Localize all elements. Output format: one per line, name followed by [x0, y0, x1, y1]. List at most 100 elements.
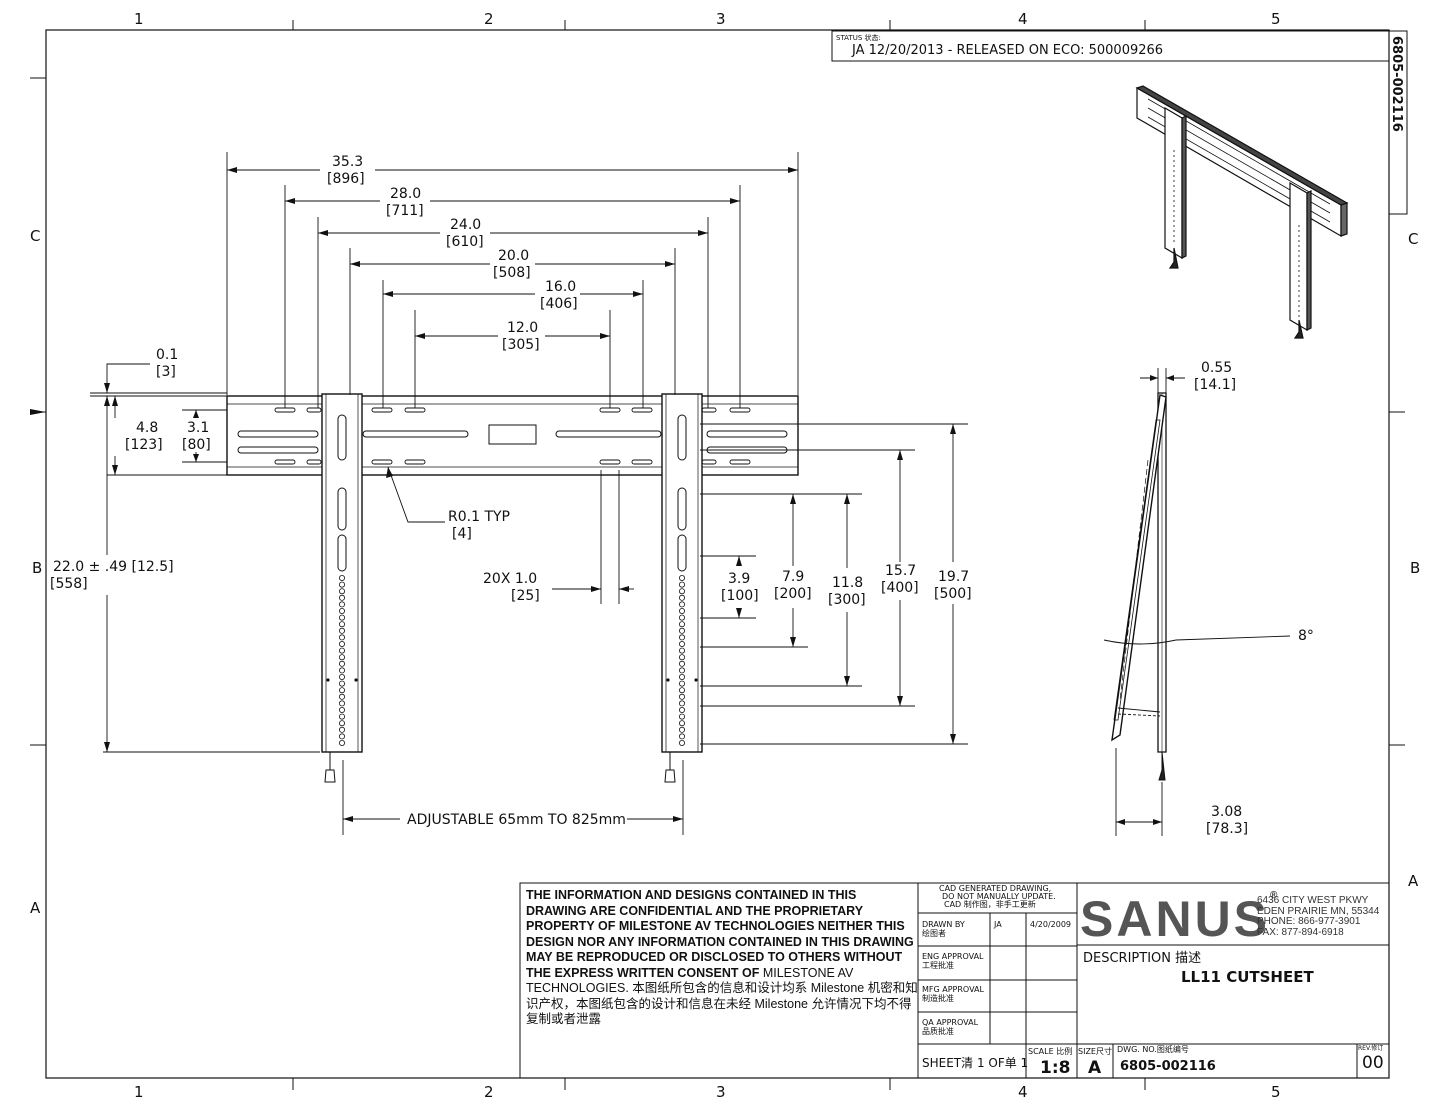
description-value: LL11 CUTSHEET [1181, 968, 1314, 986]
upright-hole [338, 627, 345, 634]
zone-col-4-top: 4 [1018, 10, 1028, 28]
upright-hole [679, 647, 686, 654]
upright-hole [679, 680, 686, 687]
upright-hole [338, 700, 345, 707]
upright-hole [679, 575, 686, 582]
confidentiality-notice: THE INFORMATION AND DESIGNS CONTAINED IN… [526, 888, 918, 1028]
scale-value: 1:8 [1040, 1058, 1070, 1078]
upright-hole [338, 575, 345, 582]
dim-11-8: 11.8 [832, 575, 863, 591]
upright-hole [679, 621, 686, 628]
dim-19-7: 19.7 [938, 569, 969, 585]
upright-hole [679, 667, 686, 674]
upright-dot [326, 678, 330, 682]
upright-hole [338, 634, 345, 641]
dim-radius: R0.1 TYP [448, 509, 510, 525]
dim-angle: 8° [1298, 628, 1314, 644]
dim-overall-height-mm: [558] [50, 576, 88, 592]
rev-label: REV.修订 [1358, 1044, 1383, 1052]
company-address: 6436 CITY WEST PKWY EDEN PRAIRIE MN, 553… [1257, 895, 1380, 938]
upright-dot [694, 678, 698, 682]
sheet-number: SHEET清 1 OF单 1 [922, 1056, 1028, 1070]
zone-row-b-left: B [32, 559, 42, 577]
upright-hole [338, 713, 345, 720]
dwg-no-label: DWG. NO.图纸编号 [1117, 1044, 1189, 1054]
upright-hole [679, 654, 686, 661]
upright-hole [338, 667, 345, 674]
company-name: SANUS [1080, 891, 1271, 947]
description-label: DESCRIPTION 描述 [1083, 951, 1201, 966]
dim-11-8-mm: [300] [828, 592, 866, 608]
dim-4-8: 4.8 [136, 420, 158, 436]
upright-hole [338, 608, 345, 615]
dim-slots: 20X 1.0 [483, 571, 537, 587]
center-mark-icon [30, 409, 46, 415]
size-label: SIZE尺寸 [1078, 1046, 1112, 1056]
side-view [1103, 368, 1291, 836]
upright-hole [679, 740, 686, 747]
upright-hole [338, 726, 345, 733]
upright-hole [679, 660, 686, 667]
zone-col-1-top: 1 [134, 10, 144, 28]
dim-adjustable: ADJUSTABLE 65mm TO 825mm [407, 812, 626, 828]
upright-hole [338, 660, 345, 667]
upright-hole [338, 588, 345, 595]
dim-16-0-mm: [406] [540, 296, 578, 312]
upright-hole [338, 621, 345, 628]
dim-0-55-mm: [14.1] [1194, 377, 1236, 393]
dim-3-1-mm: [80] [182, 437, 211, 453]
notice-bold-text: THE INFORMATION AND DESIGNS CONTAINED IN… [526, 888, 914, 980]
upright-hole [679, 594, 686, 601]
qa-approval-label-cn: 品质批准 [922, 1026, 954, 1036]
dim-0-55: 0.55 [1201, 360, 1232, 376]
upright-holes [326, 575, 698, 747]
title-block-grid [519, 882, 1390, 1079]
dim-3-9-mm: [100] [721, 588, 759, 604]
size-value: A [1088, 1058, 1102, 1078]
side-arrows [1116, 375, 1174, 825]
dim-0-1-mm: [3] [156, 364, 176, 380]
upright-dot [666, 678, 670, 682]
dim-7-9-mm: [200] [774, 586, 812, 602]
dwg-no-value: 6805-002116 [1120, 1059, 1216, 1074]
upright-hole [338, 647, 345, 654]
front-view [226, 393, 799, 783]
address-line-2: EDEN PRAIRIE MN, 55344 [1257, 905, 1380, 917]
address-phone: PHONE: 866-977-3901 [1257, 916, 1361, 927]
upright-hole [338, 707, 345, 714]
dim-16-0: 16.0 [545, 279, 576, 295]
dim-4-8-mm: [123] [125, 437, 163, 453]
cad-note-3: CAD 制作图，非手工更新 [944, 899, 1036, 909]
zone-row-c-left: C [30, 227, 40, 245]
drawn-by-value: JA [993, 920, 1002, 929]
drawn-date: 4/20/2009 [1030, 920, 1071, 929]
dim-20-0: 20.0 [498, 248, 529, 264]
dim-20-0-mm: [508] [493, 265, 531, 281]
upright-hole [679, 608, 686, 615]
upright-hole [338, 674, 345, 681]
isometric-view [1135, 85, 1349, 339]
mfg-approval-label: MFG APPROVAL [922, 985, 985, 994]
dim-3-08-mm: [78.3] [1206, 821, 1248, 837]
eng-approval-label: ENG APPROVAL [922, 952, 984, 961]
upright-hole [679, 713, 686, 720]
cad-note-2: DO NOT MANUALLY UPDATE. [942, 892, 1056, 901]
dim-12-0: 12.0 [507, 320, 538, 336]
upright-hole [338, 740, 345, 747]
upright-hole [338, 693, 345, 700]
upright-hole [679, 726, 686, 733]
dim-3-1: 3.1 [187, 420, 209, 436]
upright-hole [338, 654, 345, 661]
zone-col-5-bottom: 5 [1271, 1083, 1281, 1101]
dim-19-7-mm: [500] [934, 586, 972, 602]
upright-hole [679, 700, 686, 707]
dim-15-7: 15.7 [885, 563, 916, 579]
upright-hole [338, 641, 345, 648]
status-text: JA 12/20/2013 - RELEASED ON ECO: 5000092… [851, 43, 1163, 58]
address-fax: FAX: 877-894-6918 [1257, 926, 1344, 938]
upright-hole [338, 720, 345, 727]
qa-approval-label: QA APPROVAL [922, 1018, 979, 1027]
zone-row-a-left: A [30, 899, 41, 917]
dim-overall-height: 22.0 ± .49 [12.5] [53, 559, 174, 575]
